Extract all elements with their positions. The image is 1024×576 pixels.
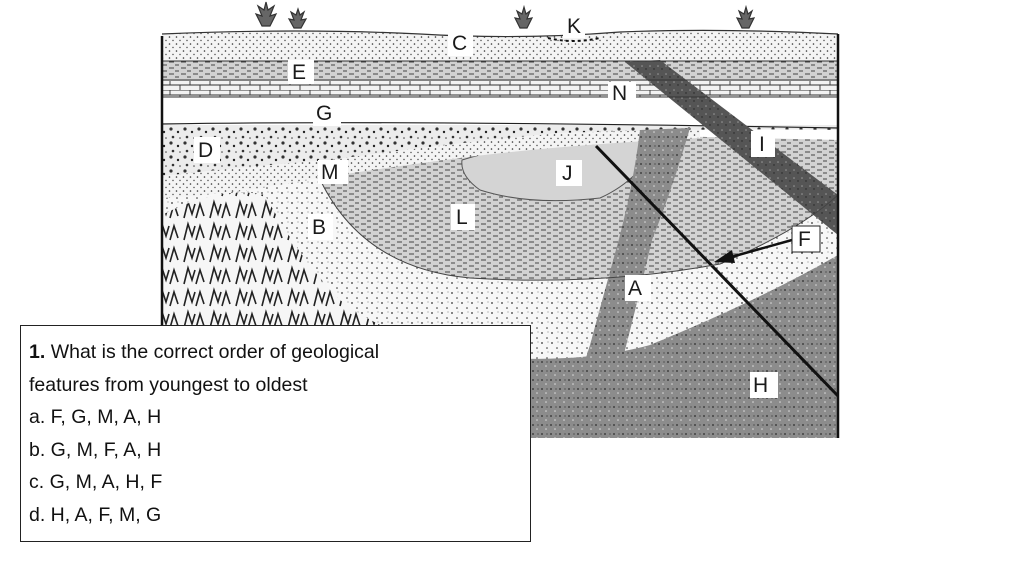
label-b: B [312, 216, 326, 239]
answer-option-d[interactable]: d. H, A, F, M, G [29, 503, 162, 526]
answer-option-b[interactable]: b. G, M, F, A, H [29, 438, 162, 461]
dike-i [625, 60, 838, 235]
answer-option-c[interactable]: c. G, M, A, H, F [29, 471, 163, 493]
label-f: F [798, 228, 811, 251]
label-n: N [612, 82, 627, 105]
label-k: K [567, 15, 581, 38]
tree-icon [254, 1, 756, 29]
label-h: H [753, 374, 768, 397]
question-box: 1. What is the correct order of geologic… [20, 325, 531, 542]
label-j: J [562, 162, 573, 185]
answer-option-a[interactable]: a. F, G, M, A, H [29, 406, 162, 428]
layer-l [318, 135, 838, 281]
feature-k-deposit [547, 37, 601, 42]
layer-n [162, 80, 838, 97]
question-text: What is the correct order of geological [50, 341, 380, 363]
label-c: C [452, 32, 467, 55]
label-g: G [316, 102, 332, 125]
question-line-2: features from youngest to oldest [29, 373, 308, 396]
layer-h [430, 255, 838, 438]
layer-d [162, 124, 838, 176]
label-m: M [321, 161, 339, 184]
fault-f [594, 144, 838, 398]
label-d: D [198, 139, 213, 162]
layer-e [162, 60, 838, 81]
layer-metamorphic [162, 192, 420, 340]
label-a: A [628, 277, 642, 300]
layer-c [162, 30, 838, 61]
label-i: I [759, 133, 765, 156]
label-e: E [292, 61, 306, 84]
layer-m [162, 128, 700, 198]
label-l: L [456, 206, 468, 229]
question-number: 1. [29, 341, 46, 363]
fault-arrow-icon [714, 238, 793, 263]
question-line-1: 1. What is the correct order of geologic… [29, 336, 530, 369]
